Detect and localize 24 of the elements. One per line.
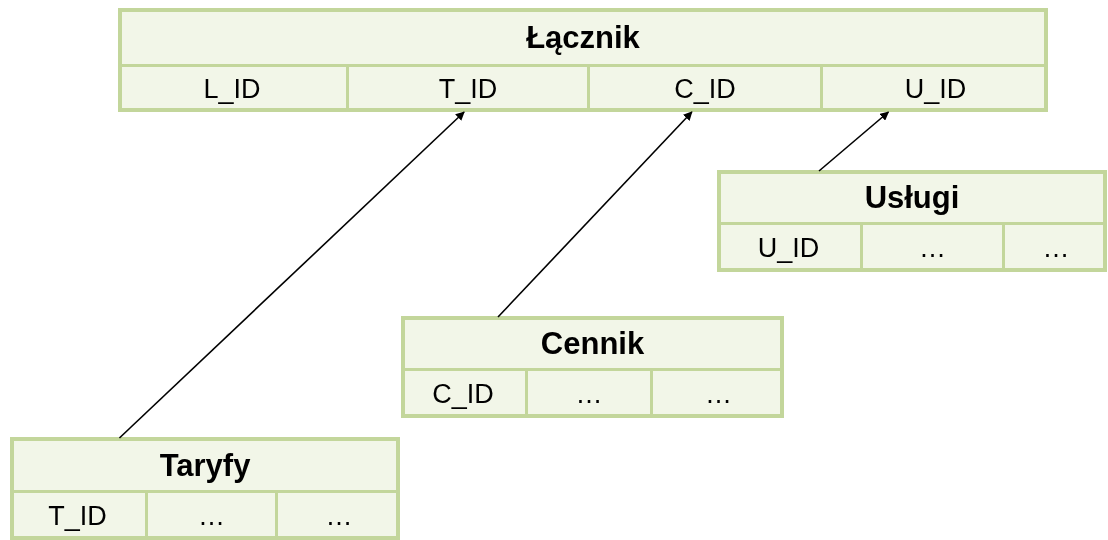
table-cell: U_ID: [717, 222, 860, 272]
table-cell: T_ID: [10, 490, 145, 540]
table-cell: …: [650, 368, 784, 418]
table-cell: U_ID: [820, 64, 1048, 112]
table-title: Usługi: [864, 180, 960, 216]
table: [717, 170, 1107, 272]
table-cell: …: [145, 490, 275, 540]
table-cell: L_ID: [118, 64, 346, 112]
table-title: Łącznik: [526, 20, 640, 56]
table-title: Taryfy: [159, 447, 251, 484]
arrow: [818, 111, 890, 172]
arrow: [497, 111, 693, 318]
table-cell: …: [1002, 222, 1107, 272]
table: [118, 8, 1048, 112]
table: [401, 316, 784, 418]
table-title: Cennik: [540, 326, 645, 362]
table-cell: T_ID: [346, 64, 587, 112]
table-cell: C_ID: [401, 368, 525, 418]
table: [10, 437, 400, 540]
arrow: [118, 111, 465, 439]
table-cell: …: [275, 490, 400, 540]
table-cell: C_ID: [587, 64, 820, 112]
table-cell: …: [860, 222, 1002, 272]
table-cell: …: [525, 368, 650, 418]
